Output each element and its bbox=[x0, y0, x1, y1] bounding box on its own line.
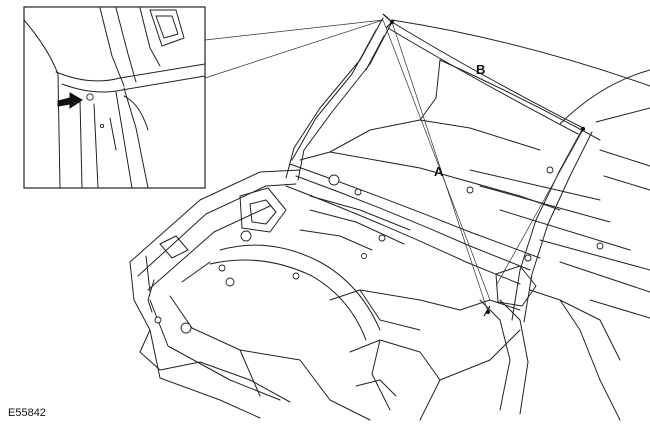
measure-line-a3 bbox=[382, 19, 491, 301]
measure-line-a1 bbox=[391, 21, 489, 313]
callout-a-label: A bbox=[434, 164, 444, 179]
arrow-right-icon bbox=[57, 92, 83, 109]
measure-line-a2 bbox=[495, 129, 584, 287]
measurement-lines bbox=[382, 13, 586, 317]
body-structure bbox=[129, 17, 650, 421]
detail-inset bbox=[23, 6, 206, 189]
mounting-holes bbox=[154, 166, 604, 334]
callout-b-label: B bbox=[476, 62, 485, 77]
inset-leader-lines bbox=[204, 19, 384, 79]
circle-marker-icon bbox=[86, 93, 94, 101]
figure-id: E55842 bbox=[8, 407, 46, 419]
